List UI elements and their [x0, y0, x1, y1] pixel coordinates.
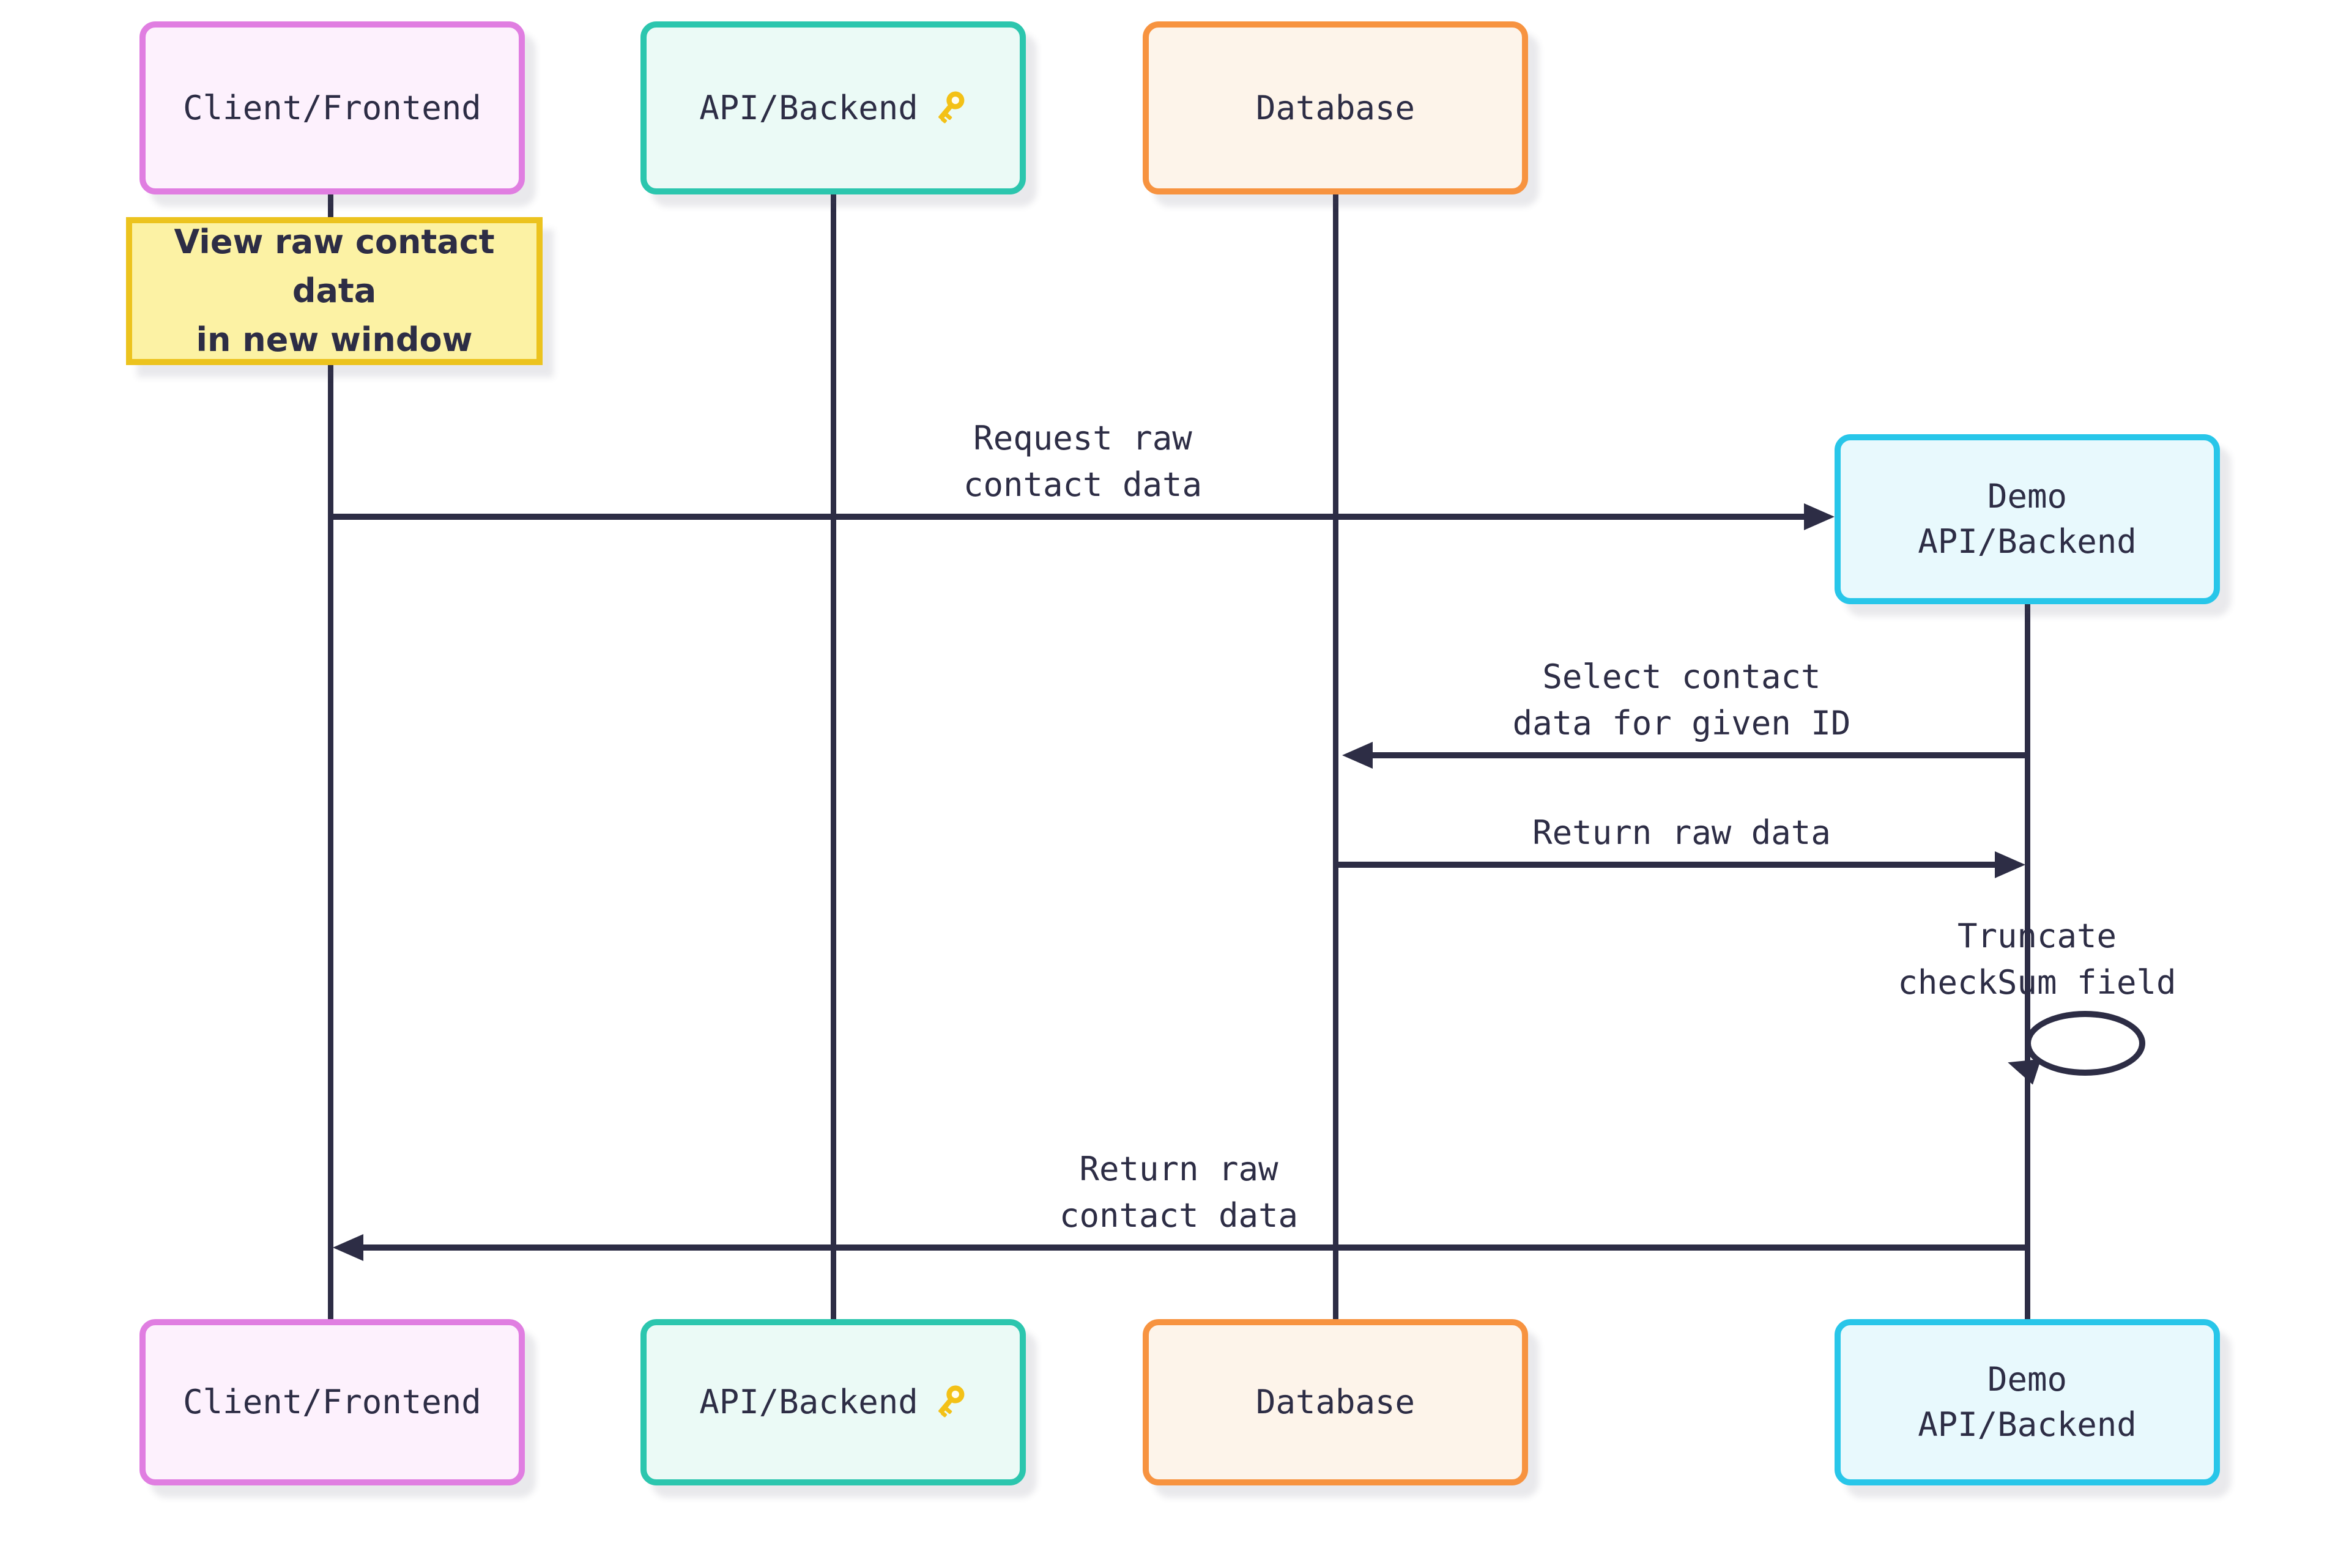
- actor-top-client: Client/Frontend: [139, 21, 525, 194]
- lifeline-database: [1333, 194, 1338, 1319]
- key-icon: [938, 91, 965, 123]
- actor-label: Demo API/Backend: [1918, 477, 2137, 561]
- message-label-return-raw-contact-data: Return raw contact data: [1059, 1150, 1299, 1235]
- actor-bottom-client: Client/Frontend: [139, 1319, 525, 1485]
- actor-top-database: Database: [1143, 21, 1528, 194]
- message-label-return-raw-data: Return raw data: [1532, 813, 1831, 852]
- actor-label: Demo API/Backend: [1918, 1360, 2137, 1444]
- arrowhead-request: [1804, 503, 1835, 530]
- arrowhead-return-raw: [1995, 851, 2025, 878]
- message-label-select-contact-data: Select contact data for given ID: [1512, 657, 1851, 742]
- message-line-request: [330, 514, 1808, 520]
- message-line-return-raw: [1335, 862, 1996, 868]
- actor-demo: Demo API/Backend: [1835, 434, 2220, 604]
- actor-label: Client/Frontend: [183, 88, 481, 127]
- actor-bottom-api: API/Backend: [640, 1319, 1026, 1485]
- self-loop: [2025, 1011, 2145, 1076]
- actor-bottom-database: Database: [1143, 1319, 1528, 1485]
- actor-label: Database: [1255, 88, 1416, 127]
- actor-label: API/Backend: [699, 88, 918, 127]
- message-line-select: [1370, 752, 2027, 758]
- key-icon: [938, 1385, 965, 1418]
- actor-label: Client/Frontend: [183, 1383, 481, 1421]
- actor-bottom-demo: Demo API/Backend: [1835, 1319, 2220, 1485]
- lifeline-demo: [2025, 602, 2030, 1319]
- message-line-return-contact: [360, 1244, 2027, 1251]
- note-view-raw-contact-data: View raw contact data in new window: [126, 217, 543, 365]
- actor-label: API/Backend: [699, 1383, 918, 1421]
- arrowhead-return-contact: [333, 1234, 363, 1261]
- actor-label: Database: [1255, 1383, 1416, 1421]
- lifeline-api: [831, 194, 836, 1319]
- lifeline-client: [328, 194, 333, 1319]
- actor-top-api: API/Backend: [640, 21, 1026, 194]
- arrowhead-select: [1342, 742, 1373, 769]
- message-label-request-raw-contact-data: Request raw contact data: [963, 419, 1203, 504]
- message-label-truncate-checksum: Truncate checkSum field: [1898, 917, 2176, 1002]
